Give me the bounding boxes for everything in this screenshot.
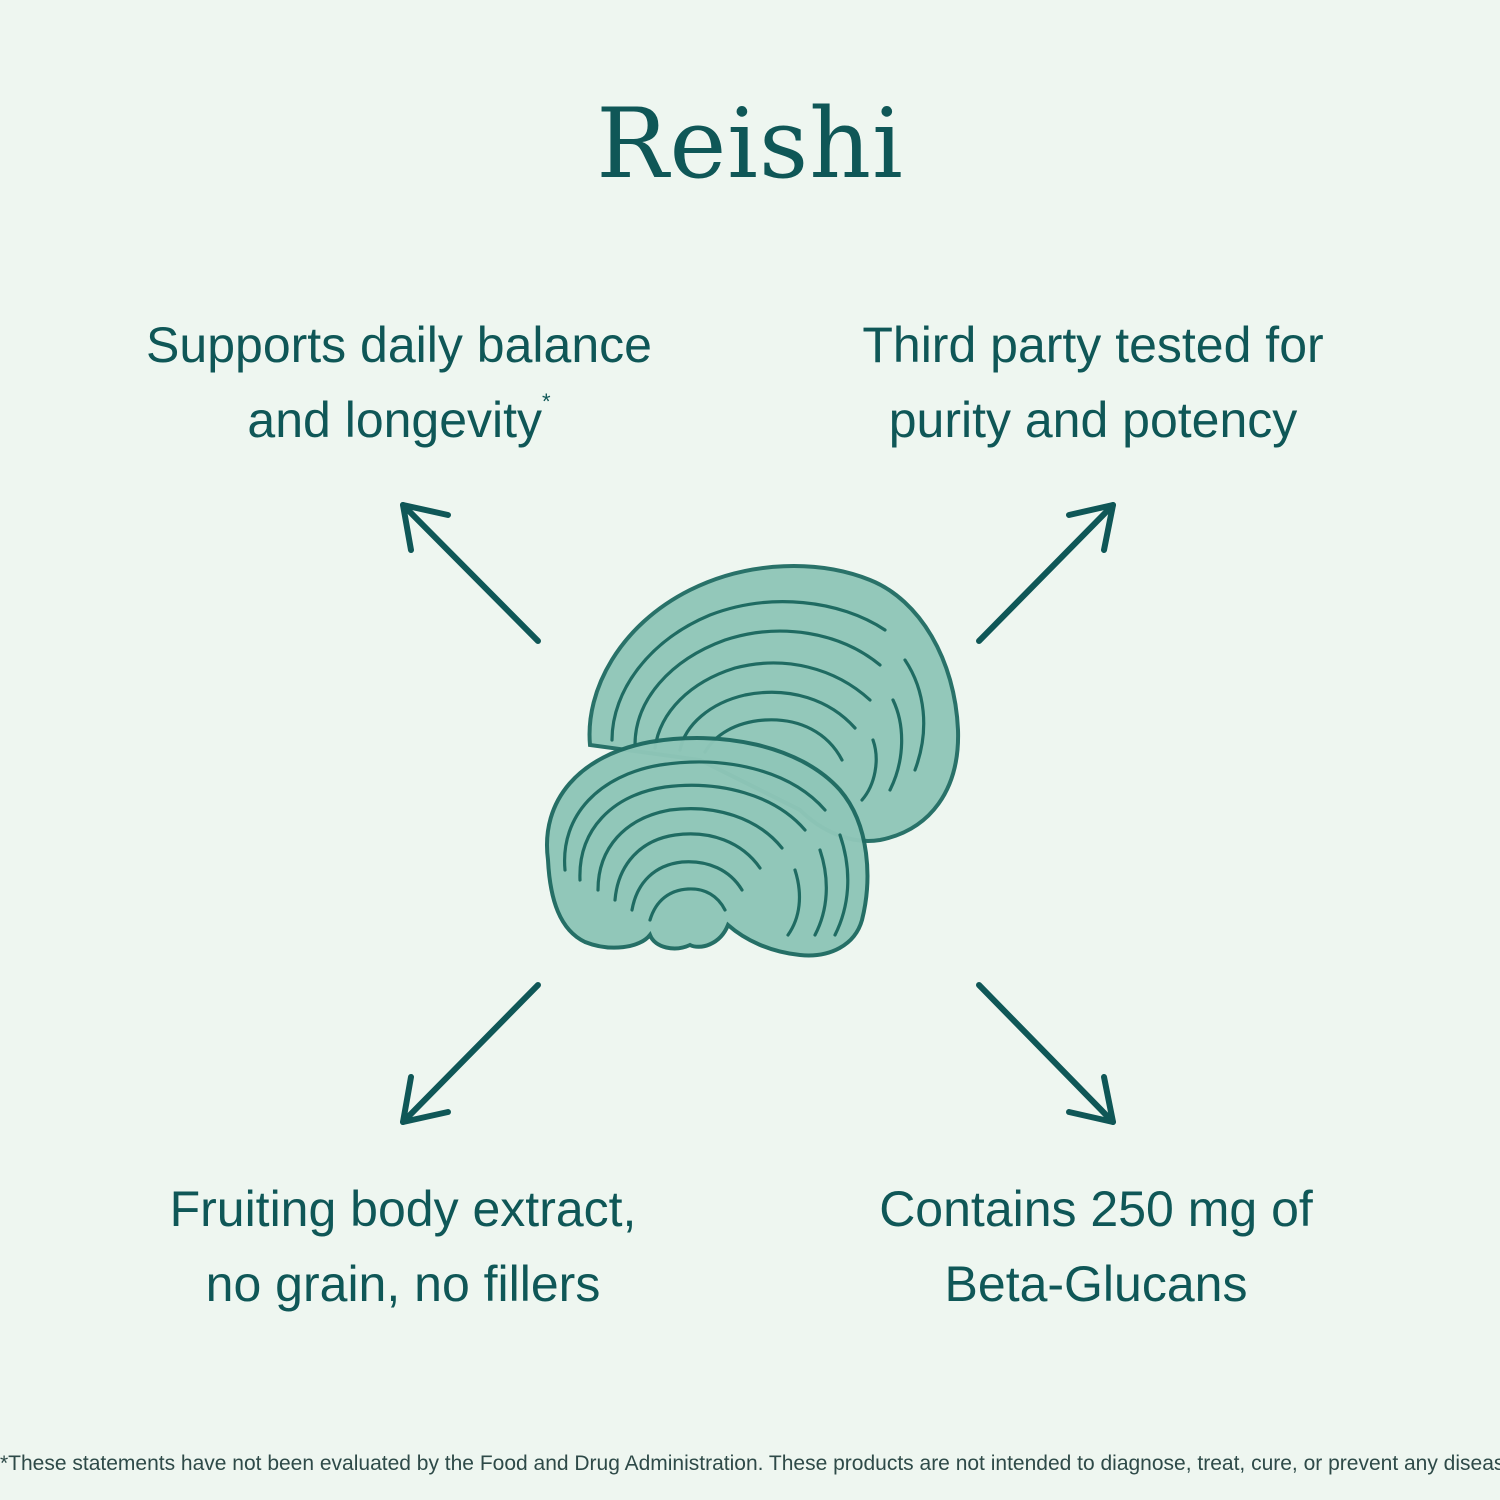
footnote-mark: * bbox=[542, 389, 551, 414]
feature-balance-longevity: Supports daily balance and longevity* bbox=[79, 308, 719, 458]
arrow-up-right-icon bbox=[976, 502, 1116, 644]
feature-beta-glucans: Contains 250 mg of Beta-Glucans bbox=[776, 1172, 1416, 1322]
page-title: Reishi bbox=[596, 88, 904, 200]
feature-line: Third party tested for bbox=[862, 317, 1324, 373]
feature-third-party-tested: Third party tested for purity and potenc… bbox=[773, 308, 1413, 458]
feature-line: and longevity* bbox=[79, 383, 719, 458]
feature-fruiting-body: Fruiting body extract, no grain, no fill… bbox=[83, 1172, 723, 1322]
feature-line: no grain, no fillers bbox=[205, 1256, 601, 1312]
feature-line: Contains 250 mg of bbox=[879, 1181, 1313, 1237]
feature-line: Supports daily balance bbox=[146, 317, 652, 373]
arrow-down-left-icon bbox=[400, 982, 541, 1125]
feature-line: purity and potency bbox=[888, 392, 1298, 448]
feature-line-text: and longevity bbox=[247, 392, 543, 448]
arrow-up-left-icon bbox=[400, 502, 541, 644]
feature-line: Fruiting body extract, bbox=[169, 1181, 637, 1237]
reishi-mushroom-icon bbox=[545, 564, 961, 958]
fda-disclaimer: *These statements have not been evaluate… bbox=[0, 1452, 1500, 1475]
arrow-down-right-icon bbox=[976, 982, 1116, 1125]
feature-line: Beta-Glucans bbox=[944, 1256, 1248, 1312]
